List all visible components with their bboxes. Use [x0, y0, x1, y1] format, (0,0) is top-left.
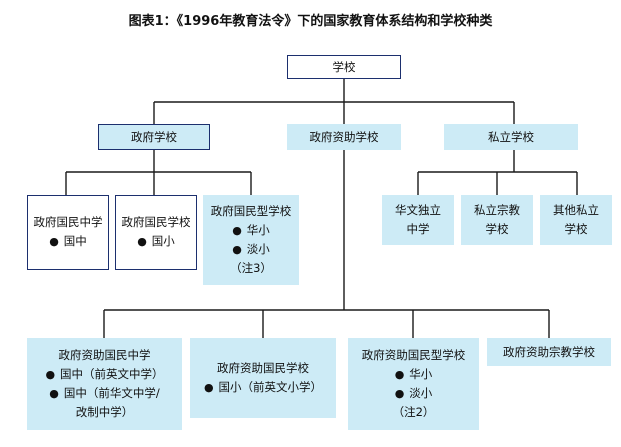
- category-aided: 政府资助学校: [287, 124, 401, 150]
- aided-national-primary-name: 政府资助国民学校: [217, 360, 309, 375]
- gov-national-primary-item: 国小: [137, 232, 175, 251]
- gov-national-type: 政府国民型学校 华小 淡小 （注3）: [203, 195, 299, 285]
- root-label: 学校: [332, 59, 356, 74]
- aided-national-secondary-continuation: 改制中学）: [75, 405, 134, 420]
- aided-national-type-item: 淡小: [395, 384, 432, 403]
- private-independent-line: 华文独立: [395, 203, 441, 218]
- category-aided-label: 政府资助学校: [309, 129, 379, 144]
- gov-national-type-note: （注3）: [230, 261, 272, 276]
- root-node: 学校: [287, 55, 401, 79]
- gov-national-secondary-name: 政府国民中学: [33, 215, 103, 230]
- private-other: 其他私立 学校: [540, 195, 612, 245]
- aided-national-type-name: 政府资助国民型学校: [361, 347, 466, 362]
- gov-national-type-item: 淡小: [232, 240, 270, 259]
- gov-national-primary: 政府国民学校 国小: [115, 195, 197, 270]
- aided-national-type: 政府资助国民型学校 华小 淡小 （注2）: [348, 338, 479, 430]
- aided-religious: 政府资助宗教学校: [487, 338, 611, 366]
- aided-national-secondary: 政府资助国民中学 国中（前英文中学） 国中（前华文中学/ 改制中学）: [27, 338, 182, 430]
- aided-national-primary: 政府资助国民学校 国小（前英文小学）: [190, 338, 336, 418]
- category-private-label: 私立学校: [488, 129, 534, 144]
- aided-national-secondary-item: 国中（前华文中学/: [49, 384, 160, 403]
- aided-national-secondary-item: 国中（前英文中学）: [45, 365, 164, 384]
- gov-national-type-item: 华小: [232, 221, 270, 240]
- aided-national-primary-item: 国小（前英文小学）: [204, 378, 323, 397]
- diagram-title: 图表1：《1996年教育法令》下的国家教育体系结构和学校种类: [128, 14, 493, 29]
- private-other-line: 学校: [564, 222, 588, 236]
- gov-national-type-name: 政府国民型学校: [210, 203, 292, 218]
- private-independent: 华文独立 中学: [382, 195, 454, 245]
- aided-national-type-item: 华小: [395, 365, 432, 384]
- private-religious-line: 私立宗教: [474, 203, 520, 218]
- private-other-line: 其他私立: [553, 203, 599, 218]
- aided-national-type-note: （注2）: [392, 405, 435, 420]
- aided-national-secondary-name: 政府资助国民中学: [58, 347, 151, 362]
- gov-national-secondary: 政府国民中学 国中: [27, 195, 109, 270]
- category-private: 私立学校: [444, 124, 578, 150]
- gov-national-primary-name: 政府国民学校: [121, 215, 191, 230]
- category-government-label: 政府学校: [131, 129, 177, 144]
- private-religious-line: 学校: [485, 222, 509, 236]
- aided-religious-name: 政府资助宗教学校: [503, 344, 595, 359]
- private-religious: 私立宗教 学校: [461, 195, 533, 245]
- gov-national-secondary-item: 国中: [49, 232, 87, 251]
- private-independent-line: 中学: [406, 222, 430, 236]
- category-government: 政府学校: [98, 124, 210, 150]
